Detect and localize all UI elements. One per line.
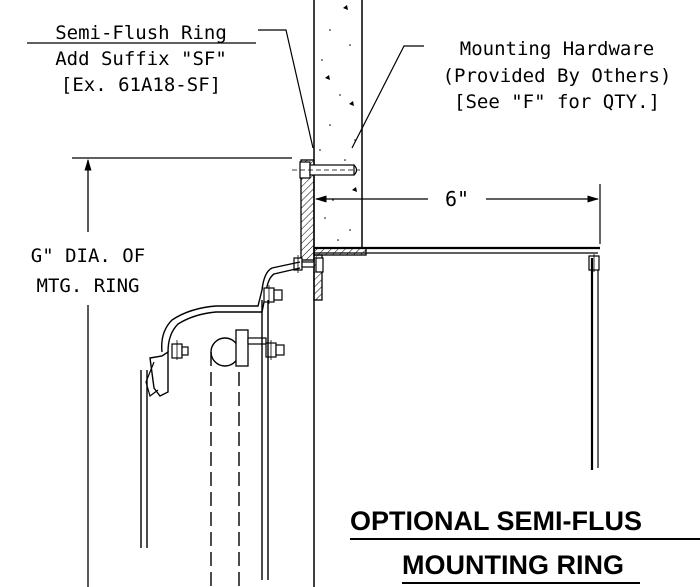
- see-f-qty-text: [See "F" for QTY.]: [454, 91, 660, 113]
- bend-bolt: [263, 285, 283, 304]
- anchor-bolt: [292, 161, 360, 179]
- hidden-pipe: [210, 337, 240, 587]
- drawing-title-line2: MOUNTING RING: [402, 550, 624, 580]
- semi-flush-ring: [300, 159, 367, 301]
- dia-label-line2: MTG. RING: [37, 275, 140, 297]
- depth-dimension-label: 6": [445, 187, 469, 211]
- center-bracket: [235, 300, 285, 580]
- dia-dimension: [72, 157, 292, 587]
- cover-plate: [314, 246, 600, 470]
- semi-flush-example-text: [Ex. 61A18-SF]: [61, 74, 221, 96]
- ring-bolt: [293, 255, 324, 273]
- clamp-strap: [161, 261, 301, 353]
- leader-lines: [258, 29, 424, 149]
- mounting-hardware-title: Mounting Hardware: [460, 38, 654, 60]
- concrete-speckle: [319, 5, 357, 241]
- semi-flush-ring-title: Semi-Flush Ring: [55, 22, 227, 44]
- depth-dimension: [314, 184, 601, 244]
- dia-label-line1: G" DIA. OF: [31, 245, 145, 267]
- latch-bracket: [145, 340, 189, 398]
- semi-flush-suffix-text: Add Suffix "SF": [55, 48, 227, 70]
- provided-by-others-text: (Provided By Others): [443, 65, 672, 87]
- drawing-title-line1: OPTIONAL SEMI-FLUS: [350, 506, 642, 536]
- left-rail: [140, 370, 148, 548]
